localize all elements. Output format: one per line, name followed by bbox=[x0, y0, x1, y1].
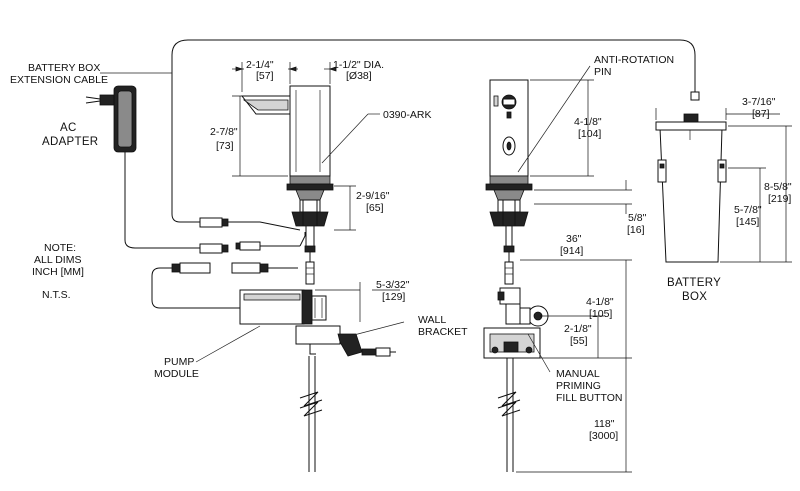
dim-hose-in: 36" bbox=[566, 233, 582, 245]
extension-cable bbox=[171, 39, 696, 223]
dim-deck bbox=[534, 180, 632, 214]
dim-box-width-in: 3-7/16" bbox=[742, 96, 776, 108]
dim-body-dia-in: 1-1/2" DIA. bbox=[333, 59, 384, 71]
dim-side-height bbox=[530, 79, 594, 177]
label-anti-rotation-2: PIN bbox=[594, 66, 612, 78]
dim-pump-drop-in: 4-1/8" bbox=[586, 296, 614, 308]
dim-button-in: 2-1/8" bbox=[564, 323, 592, 335]
dim-box-height bbox=[720, 125, 792, 263]
label-pump-1: PUMP bbox=[164, 356, 194, 368]
faucet-front-view bbox=[240, 85, 334, 285]
dim-bracket-offset bbox=[315, 282, 400, 322]
dim-box-width-mm: [87] bbox=[752, 108, 770, 120]
dim-spout-width bbox=[232, 62, 298, 92]
leader-pump-module bbox=[195, 325, 261, 363]
dim-deck-in: 5/8" bbox=[628, 212, 647, 224]
label-wall-1: WALL bbox=[418, 314, 446, 326]
dim-body-dia-mm: [Ø38] bbox=[346, 70, 372, 82]
battery-box-icon bbox=[655, 113, 727, 263]
leader-part-number bbox=[321, 113, 380, 164]
dim-shank bbox=[334, 185, 356, 231]
nts-label: N.T.S. bbox=[42, 289, 71, 301]
dim-button bbox=[540, 315, 632, 359]
label-priming-1: MANUAL bbox=[556, 368, 600, 380]
label-priming-2: PRIMING bbox=[556, 380, 601, 392]
label-priming-3: FILL BUTTON bbox=[556, 392, 623, 404]
dim-box-height-in: 8-5/8" bbox=[764, 181, 792, 193]
note-1: NOTE: bbox=[44, 242, 76, 254]
dim-body-height bbox=[232, 95, 288, 177]
leader-priming bbox=[527, 333, 551, 373]
dim-hose-mm: [914] bbox=[560, 245, 583, 257]
label-battery-box-cable-2: EXTENSION CABLE bbox=[10, 74, 108, 86]
dim-tube-in: 118" bbox=[594, 418, 615, 430]
dim-shank-in: 2-9/16" bbox=[356, 190, 390, 202]
dim-side-height-in: 4-1/8" bbox=[574, 116, 602, 128]
leader-wall-bracket bbox=[349, 321, 405, 337]
dim-shank-mm: [65] bbox=[366, 202, 384, 214]
dim-box-inner-in: 5-7/8" bbox=[734, 204, 762, 216]
dim-deck-mm: [16] bbox=[627, 224, 645, 236]
dim-body-dia bbox=[324, 62, 337, 84]
dim-bracket-offset-mm: [129] bbox=[382, 291, 405, 303]
supply-tube-side bbox=[497, 358, 521, 472]
label-anti-rotation-1: ANTI-ROTATION bbox=[594, 54, 674, 66]
label-pump-2: MODULE bbox=[154, 368, 199, 380]
dim-body-height-mm: [73] bbox=[216, 140, 234, 152]
leader-anti-rotation bbox=[517, 65, 591, 173]
label-ac-1: AC bbox=[60, 122, 77, 134]
pump-module bbox=[239, 289, 327, 325]
cable-end-plug bbox=[690, 91, 700, 101]
supply-tube-front bbox=[299, 356, 323, 472]
label-wall-2: BRACKET bbox=[418, 326, 468, 338]
dim-box-width bbox=[655, 108, 780, 120]
label-battery-box-cable-1: BATTERY BOX bbox=[28, 62, 100, 74]
dim-box-inner bbox=[728, 167, 766, 262]
dim-pump-drop-mm: [105] bbox=[589, 308, 612, 320]
dim-bracket-offset-in: 5-3/32" bbox=[376, 279, 410, 291]
label-battery-1: BATTERY bbox=[667, 277, 721, 289]
note-3: INCH [MM] bbox=[32, 266, 84, 278]
dim-tube-mm: [3000] bbox=[589, 430, 618, 442]
dim-button-mm: [55] bbox=[570, 335, 588, 347]
label-battery-2: BOX bbox=[682, 291, 707, 303]
dim-tube bbox=[516, 358, 632, 473]
dim-spout-width-mm: [57] bbox=[256, 70, 274, 82]
dim-box-height-mm: [219] bbox=[768, 193, 791, 205]
label-ac-2: ADAPTER bbox=[42, 136, 98, 148]
dim-body-height-in: 2-7/8" bbox=[210, 126, 238, 138]
wall-bracket bbox=[295, 325, 396, 357]
part-number-label: 0390-ARK bbox=[383, 109, 431, 121]
ac-adapter-icon bbox=[85, 85, 200, 249]
dim-box-inner-mm: [145] bbox=[736, 216, 759, 228]
note-2: ALL DIMS bbox=[34, 254, 81, 266]
dim-side-height-mm: [104] bbox=[578, 128, 601, 140]
adapter-connectors bbox=[151, 217, 306, 309]
faucet-side-view bbox=[485, 79, 533, 285]
pump-side-view bbox=[483, 287, 549, 359]
dim-spout-width-in: 2-1/4" bbox=[246, 59, 274, 71]
